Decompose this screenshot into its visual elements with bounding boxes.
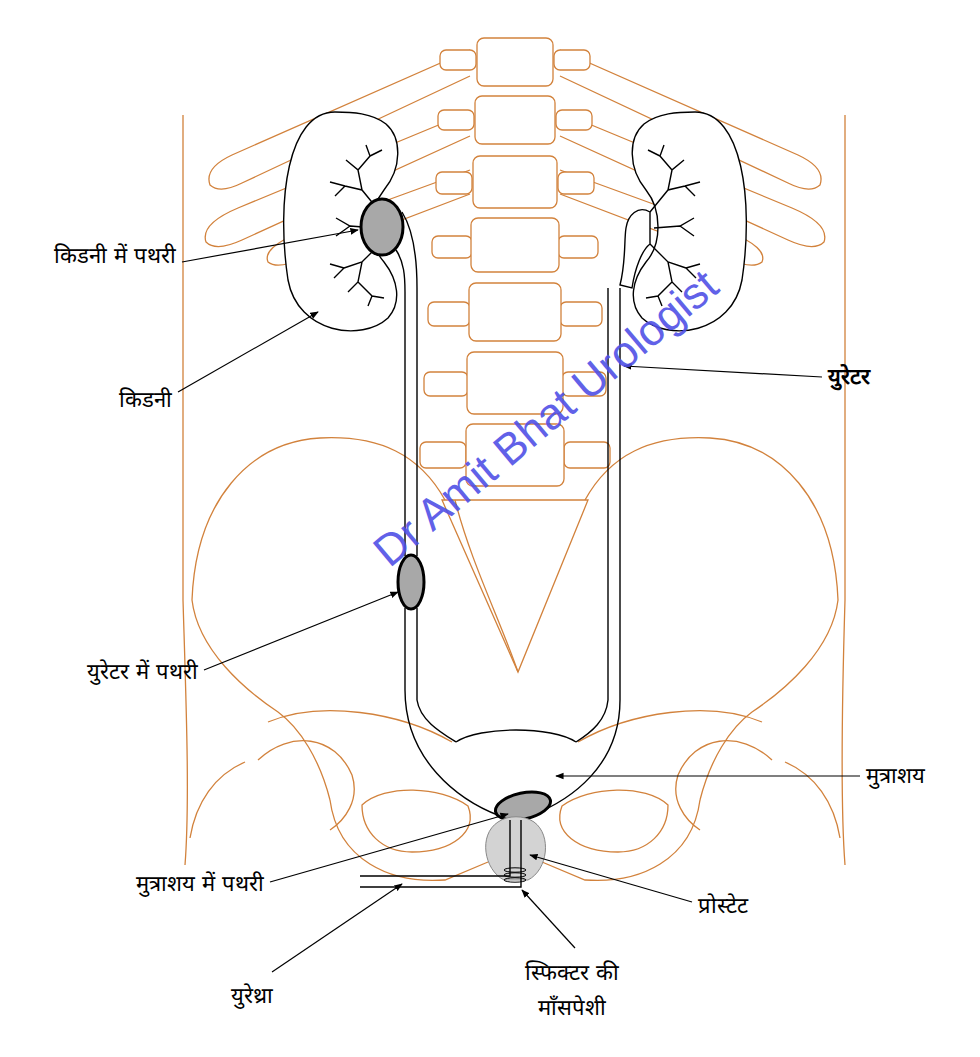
watermark: Dr Amit Bhat Urologist [361, 257, 729, 579]
part-label: युरेटर [828, 363, 870, 392]
stone-label: युरेटर में पथरी [87, 658, 198, 687]
pelvis [190, 438, 840, 881]
part-label: प्रोस्टेट [698, 892, 748, 921]
part-label: युरेथ्रा [231, 982, 273, 1011]
prostate-urethra [360, 817, 545, 887]
stone-label: मुत्राशय में पथरी [136, 870, 264, 899]
part-label: मुत्राशय [866, 762, 925, 791]
leader-lines [178, 230, 860, 972]
part-label: किडनी [119, 386, 172, 415]
part-label: स्फिक्टर की माँसपेशी [497, 955, 647, 1025]
stone-label: किडनी में पथरी [54, 242, 176, 271]
